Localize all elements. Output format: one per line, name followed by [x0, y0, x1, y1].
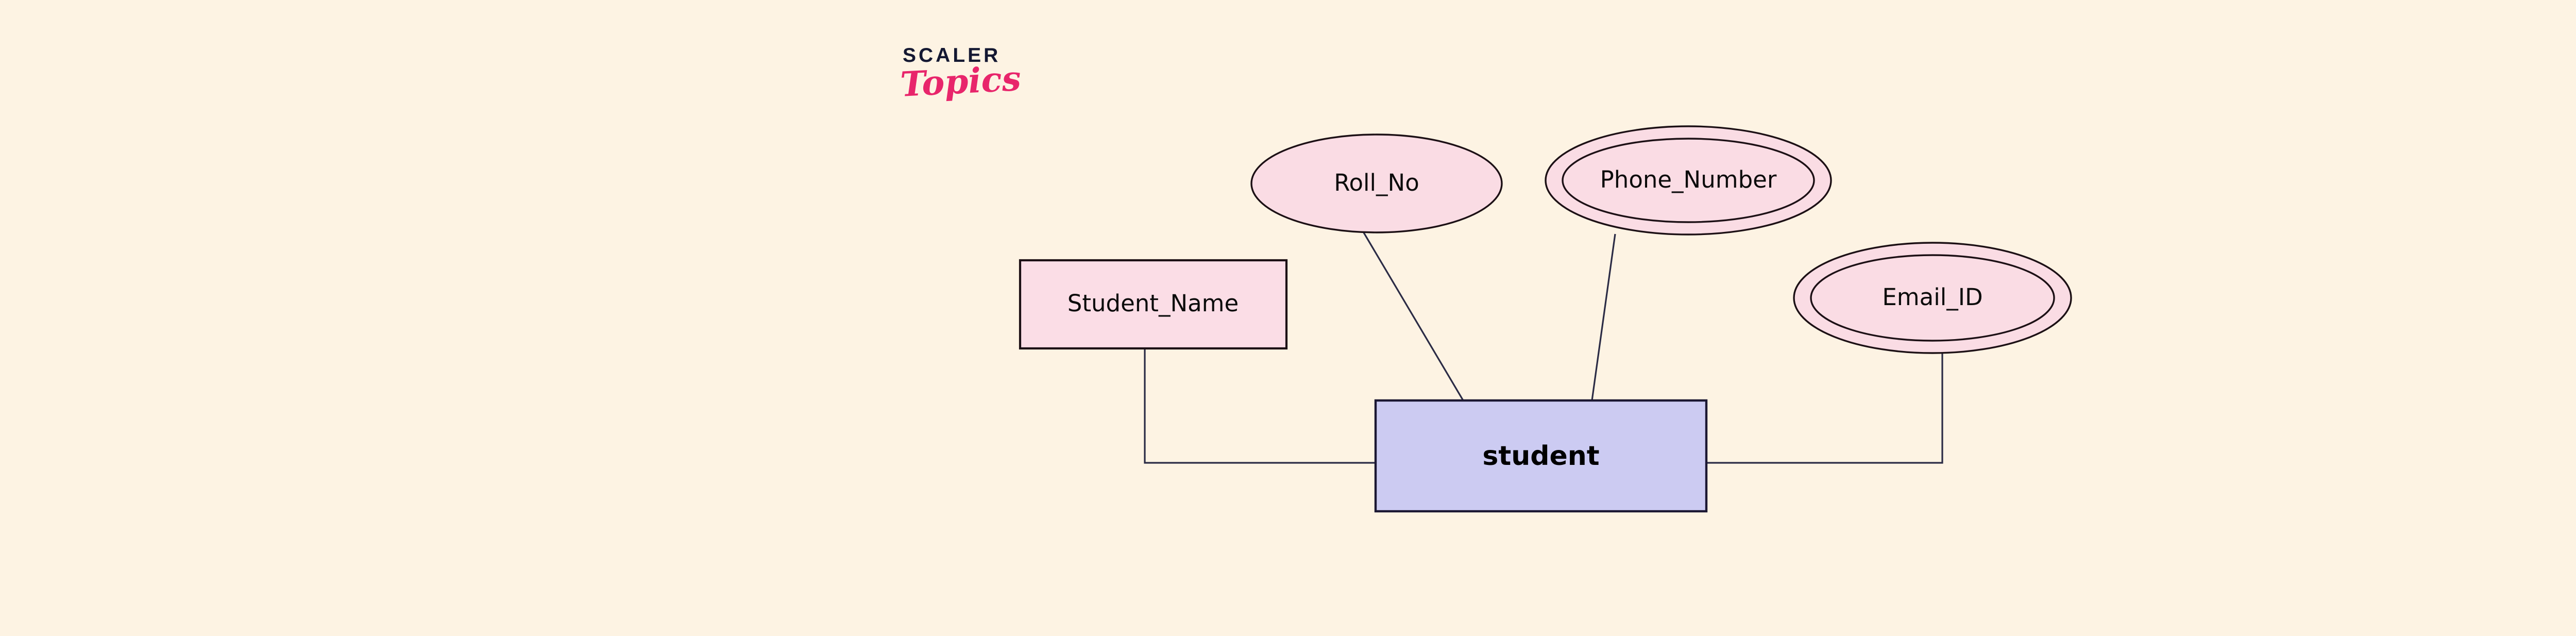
attribute-phone-number[interactable]: Phone_Number	[1545, 125, 1832, 236]
connector-student-name-to-student	[1144, 348, 1376, 464]
attribute-email-id-label: Email_ID	[1882, 283, 1982, 311]
attribute-roll-no[interactable]: Roll_No	[1250, 133, 1503, 233]
scaler-topics-logo: SCALER Topics	[900, 44, 1037, 133]
attribute-phone-number-inner-shape	[1562, 138, 1815, 223]
connector-phone-number-to-student	[1591, 233, 1616, 401]
connector-roll-no-to-student	[1362, 230, 1464, 401]
attribute-roll-no-label: Roll_No	[1334, 169, 1419, 196]
connector-email-id-to-student	[1706, 353, 1943, 464]
attribute-student-name[interactable]: Student_Name	[1019, 259, 1288, 350]
connector-group	[1144, 230, 1943, 464]
attribute-email-id-inner-shape	[1810, 254, 2055, 342]
attribute-student-name-label: Student_Name	[1067, 290, 1239, 317]
attribute-student-name-shape[interactable]	[1019, 259, 1288, 350]
attribute-phone-number-label: Phone_Number	[1600, 166, 1777, 193]
entity-student-label: student	[1482, 441, 1599, 472]
logo-wordmark-scaler: SCALER	[903, 44, 1001, 66]
entity-student[interactable]: student	[1374, 399, 1708, 513]
entity-student-shape[interactable]	[1374, 399, 1708, 513]
attribute-roll-no-shape[interactable]	[1250, 133, 1503, 233]
attribute-email-id[interactable]: Email_ID	[1793, 242, 2072, 354]
